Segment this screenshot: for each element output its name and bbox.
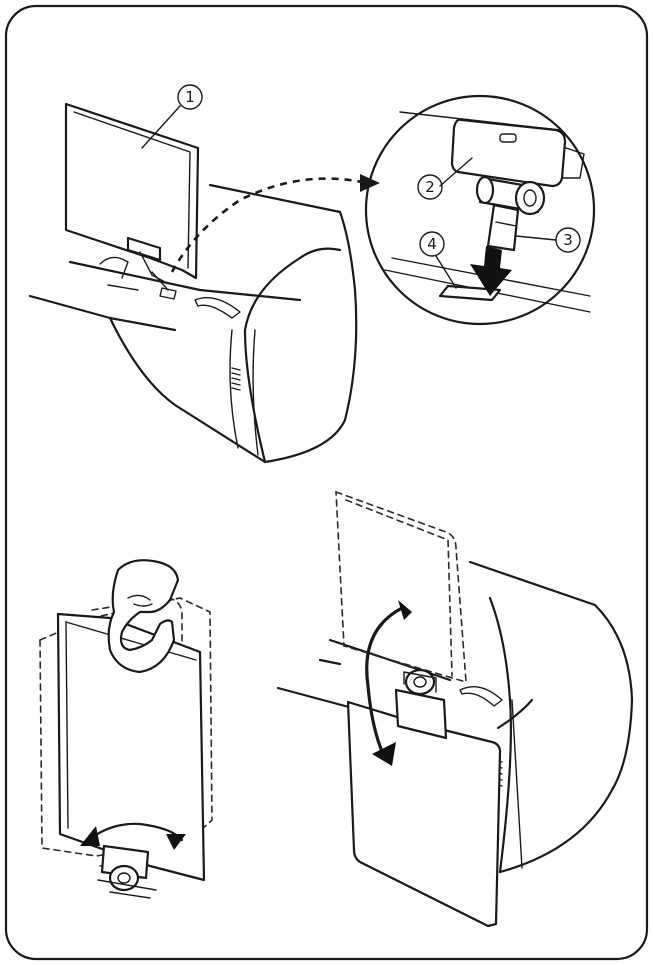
extension-panel (64, 102, 200, 280)
machine-top-view: 1 (28, 84, 358, 464)
rotate-arrow-icon (84, 822, 184, 844)
machine-bottom-edge (108, 316, 267, 464)
rotating-panel (56, 612, 206, 882)
machine-handle-2 (459, 686, 503, 707)
rotate-panel-view (39, 559, 213, 899)
machine-end-cap (263, 210, 358, 464)
clip-plate (450, 118, 567, 188)
callout-4 (419, 231, 445, 257)
callout-2 (417, 174, 443, 200)
hand-icon (107, 559, 180, 674)
machine-handle (194, 297, 241, 319)
callout-3 (555, 227, 581, 253)
machine-top-edge (208, 183, 342, 214)
callout-3-label: 3 (563, 231, 573, 249)
machine-end-cap-2 (468, 560, 634, 874)
fold-panel-view (276, 490, 634, 928)
ghost-upright-panel (335, 490, 467, 684)
down-arrow-icon (470, 246, 512, 296)
zoom-indicator-arrow (170, 177, 363, 273)
callout-2-label: 2 (425, 178, 435, 196)
top-clip (394, 688, 448, 740)
magnifier-circle (364, 94, 596, 326)
folded-panel (346, 700, 502, 928)
outer-border (4, 4, 649, 961)
machine-front-edge (28, 294, 177, 332)
magnified-detail: 2 3 4 (364, 94, 596, 326)
vent-marks (231, 367, 241, 391)
mounting-peg (486, 203, 520, 252)
callout-1-label: 1 (185, 88, 195, 106)
curved-arrow-icon (365, 606, 404, 758)
panel-clip (126, 236, 162, 262)
callout-4-label: 4 (427, 235, 437, 253)
ghost-panel-a (39, 597, 213, 857)
mounting-slot (159, 287, 177, 300)
bed-slot (438, 284, 502, 302)
callout-1 (177, 84, 203, 110)
